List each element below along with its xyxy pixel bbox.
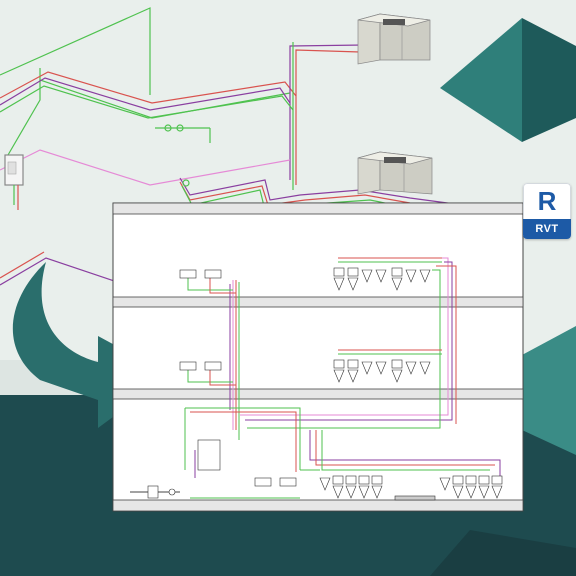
schematic-piping [130,257,501,499]
revit-logo-area: R [523,183,571,219]
revit-logo-letter: R [537,186,557,216]
revit-file-icon: R RVT [523,183,571,239]
equipment-unit-bottom [357,151,433,195]
equipment-unit-top [357,13,431,65]
schematic-symbols [147,267,503,501]
revit-file-label: RVT [523,219,571,239]
